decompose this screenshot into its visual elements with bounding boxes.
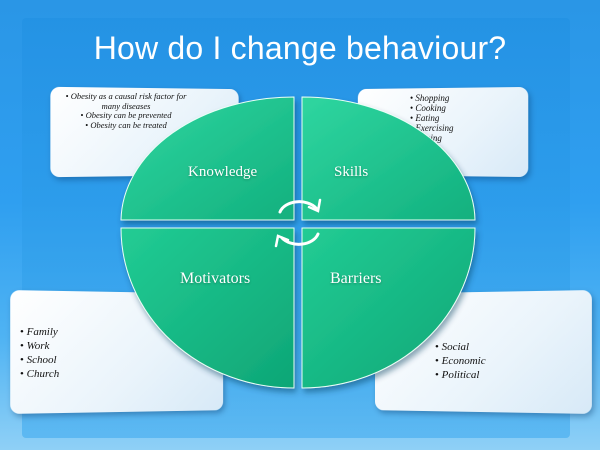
list-item: Eating <box>410 113 454 123</box>
list-item: Social <box>435 340 486 354</box>
list-item: Work <box>20 339 59 353</box>
quadrant-motivators <box>120 227 295 389</box>
list-item: Obesity can be treated <box>62 120 190 131</box>
list-item: Obesity as a causal risk factor for many… <box>62 91 190 111</box>
knowledge-label: Knowledge <box>188 164 258 180</box>
list-item: School <box>20 353 59 367</box>
list-item: Cooking <box>410 103 454 113</box>
motivators-label: Motivators <box>180 270 251 287</box>
quadrant-knowledge <box>120 96 295 221</box>
barriers-items-list: Social Economic Political <box>435 340 486 382</box>
list-item: Shopping <box>410 93 454 103</box>
barriers-label: Barriers <box>330 270 382 287</box>
quadrant-barriers <box>301 227 476 389</box>
skills-label: Skills <box>334 164 369 180</box>
list-item: Political <box>435 368 486 382</box>
slide-title: How do I change behaviour? <box>93 30 507 66</box>
cycle-arrows-icon <box>274 198 322 248</box>
motivators-items-list: Family Work School Church <box>20 325 60 381</box>
quadrant-skills <box>301 96 476 221</box>
list-item: Family <box>20 325 59 339</box>
list-item: Exercising <box>410 123 453 133</box>
list-item: Economic <box>435 354 486 368</box>
list-item: Obesity can be prevented <box>62 110 190 121</box>
knowledge-items-list: Obesity as a causal risk factor for many… <box>62 91 190 131</box>
list-item: Church <box>20 367 60 381</box>
